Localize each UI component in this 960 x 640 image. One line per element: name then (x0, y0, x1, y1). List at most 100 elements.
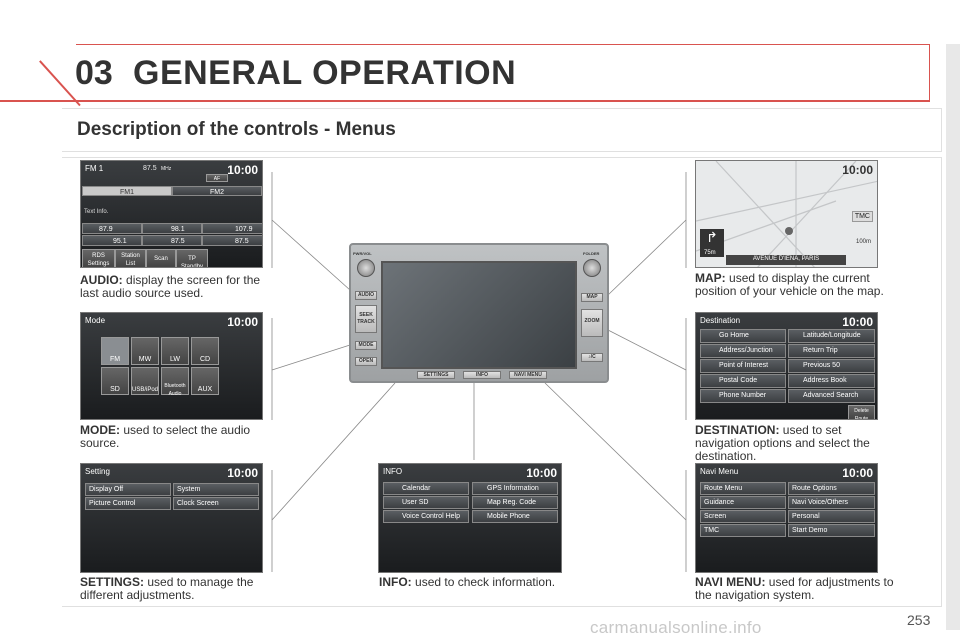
preset-2[interactable]: 98.1 (142, 223, 202, 234)
chapter-number: 03 (75, 54, 113, 92)
preset-4[interactable]: 95.1 (82, 235, 142, 246)
info-item-user-sd[interactable]: User SD (383, 496, 469, 509)
preset-6[interactable]: 87.5 (202, 235, 262, 246)
dest-item-postal-code[interactable]: Postal Code (700, 374, 786, 388)
dest-item-return-trip[interactable]: Return Trip (788, 344, 875, 358)
info-screen: INFO 10:00 Calendar GPS Information User… (378, 463, 562, 573)
mode-item-lw[interactable]: LW (161, 337, 189, 365)
audio-unit: MHz (161, 166, 172, 172)
pwr-vol-knob[interactable] (357, 259, 375, 277)
audio-hard-button[interactable]: AUDIO (355, 291, 377, 300)
tab-fm1[interactable]: FM1 (82, 186, 172, 196)
audio-clock: 10:00 (227, 163, 258, 177)
rds-settings-button[interactable]: RDS Settings (82, 249, 115, 267)
destination-clock: 10:00 (842, 315, 873, 329)
settings-item-display-off[interactable]: Display Off (85, 483, 171, 496)
af-button[interactable]: AF (206, 174, 228, 182)
zoom-hard-button[interactable]: ZOOM (581, 309, 603, 337)
mode-item-mw[interactable]: MW (131, 337, 159, 365)
settings-item-picture-control[interactable]: Picture Control (85, 497, 171, 510)
navi-menu-screen: Navi Menu 10:00 Route Menu Route Options… (695, 463, 878, 573)
folder-knob[interactable] (583, 259, 601, 277)
map-tmc[interactable]: TMC (851, 211, 873, 222)
settings-item-system[interactable]: System (173, 483, 259, 496)
station-list-button[interactable]: Station List (115, 249, 146, 267)
call-hard-button[interactable]: ♪/C (581, 353, 603, 362)
scan-button[interactable]: Scan (146, 249, 176, 267)
side-tab (946, 44, 960, 630)
dest-item-lat-long[interactable]: Latitude/Longitude (788, 329, 875, 343)
navi-clock: 10:00 (842, 466, 873, 480)
destination-caption: DESTINATION: used to set navigation opti… (695, 424, 895, 463)
tp-standby-button[interactable]: TP Standby (176, 249, 208, 267)
audio-caption-label: AUDIO: (80, 273, 123, 287)
audio-screen: FM 1 87.5 MHz 10:00 AF FM1 FM2 Text Info… (80, 160, 263, 268)
info-hard-button[interactable]: INFO (463, 371, 501, 379)
info-item-mobile-phone[interactable]: Mobile Phone (472, 510, 558, 523)
mode-hard-button[interactable]: MODE (355, 341, 377, 350)
navi-item-tmc[interactable]: TMC (700, 524, 786, 537)
dest-item-go-home[interactable]: Go Home (700, 329, 786, 343)
navi-item-personal[interactable]: Personal (788, 510, 875, 523)
dest-item-address[interactable]: Address/Junction (700, 344, 786, 358)
mode-item-aux[interactable]: AUX (191, 367, 219, 395)
dest-item-poi[interactable]: Point of Interest (700, 359, 786, 373)
navi-menu-hard-button[interactable]: NAVI MENU (509, 371, 547, 379)
head-unit: PWR/VOL FOLDER AUDIO SEEK TRACK MODE OPE… (349, 243, 609, 383)
dest-item-phone[interactable]: Phone Number (700, 389, 786, 403)
page-number: 253 (907, 612, 931, 628)
map-caption-text: used to display the current position of … (695, 271, 884, 298)
delete-route-button[interactable]: Delete Route (848, 405, 875, 419)
mode-item-sd[interactable]: SD (101, 367, 129, 395)
folder-label: FOLDER (583, 251, 600, 256)
navi-item-route-menu[interactable]: Route Menu (700, 482, 786, 495)
seek-track-hard-button[interactable]: SEEK TRACK (355, 305, 377, 333)
navi-item-guidance[interactable]: Guidance (700, 496, 786, 509)
header-frame (76, 44, 930, 102)
navi-caption: NAVI MENU: used for adjustments to the n… (695, 576, 905, 602)
map-hard-button[interactable]: MAP (581, 293, 603, 302)
navi-caption-text: used for adjustments to the navigation s… (695, 575, 894, 602)
info-caption: INFO: used to check information. (379, 576, 579, 589)
settings-caption-label: SETTINGS: (80, 575, 145, 589)
navi-item-screen[interactable]: Screen (700, 510, 786, 523)
info-caption-text: used to check information. (415, 575, 556, 589)
preset-1[interactable]: 87.9 (82, 223, 142, 234)
mode-clock: 10:00 (227, 315, 258, 329)
preset-5[interactable]: 87.5 (142, 235, 202, 246)
info-item-voice-control-help[interactable]: Voice Control Help (383, 510, 469, 523)
dest-item-advanced-search[interactable]: Advanced Search (788, 389, 875, 403)
navi-item-start-demo[interactable]: Start Demo (788, 524, 875, 537)
dest-item-address-book[interactable]: Address Book (788, 374, 875, 388)
map-caption-label: MAP: (695, 271, 726, 285)
navi-item-voice-others[interactable]: Navi Voice/Others (788, 496, 875, 509)
info-title: INFO (383, 467, 403, 476)
mode-title: Mode (85, 316, 106, 325)
section-title: Description of the controls - Menus (77, 119, 396, 140)
navi-caption-label: NAVI MENU: (695, 575, 766, 589)
tab-fm2[interactable]: FM2 (172, 186, 262, 196)
map-screen: 10:00 TMC 100m ↱ 75m AVENUE D'IENA, PARI… (695, 160, 878, 268)
mode-item-usb[interactable]: USB/iPod (131, 367, 159, 395)
head-unit-display (381, 261, 577, 369)
vehicle-position-icon (785, 227, 793, 235)
dest-item-previous[interactable]: Previous 50 (788, 359, 875, 373)
content-frame (62, 157, 942, 607)
open-hard-button[interactable]: OPEN (355, 357, 377, 366)
mode-caption: MODE: used to select the audio source. (80, 424, 276, 450)
settings-clock: 10:00 (227, 466, 258, 480)
settings-caption-text: used to manage the different adjustments… (80, 575, 254, 602)
mode-item-bluetooth[interactable]: Bluetooth Audio (161, 367, 189, 397)
mode-item-fm[interactable]: FM (101, 337, 129, 365)
mode-item-cd[interactable]: CD (191, 337, 219, 365)
info-caption-label: INFO: (379, 575, 412, 589)
info-item-map-reg-code[interactable]: Map Reg. Code (472, 496, 558, 509)
info-item-gps[interactable]: GPS Information (472, 482, 558, 495)
navi-item-route-options[interactable]: Route Options (788, 482, 875, 495)
audio-frequency: 87.5 (143, 165, 157, 172)
preset-3[interactable]: 107.9 (202, 223, 262, 234)
mode-screen: Mode 10:00 FM MW LW CD SD USB/iPod Bluet… (80, 312, 263, 420)
settings-hard-button[interactable]: SETTINGS (417, 371, 455, 379)
settings-item-clock-screen[interactable]: Clock Screen (173, 497, 259, 510)
info-item-calendar[interactable]: Calendar (383, 482, 469, 495)
